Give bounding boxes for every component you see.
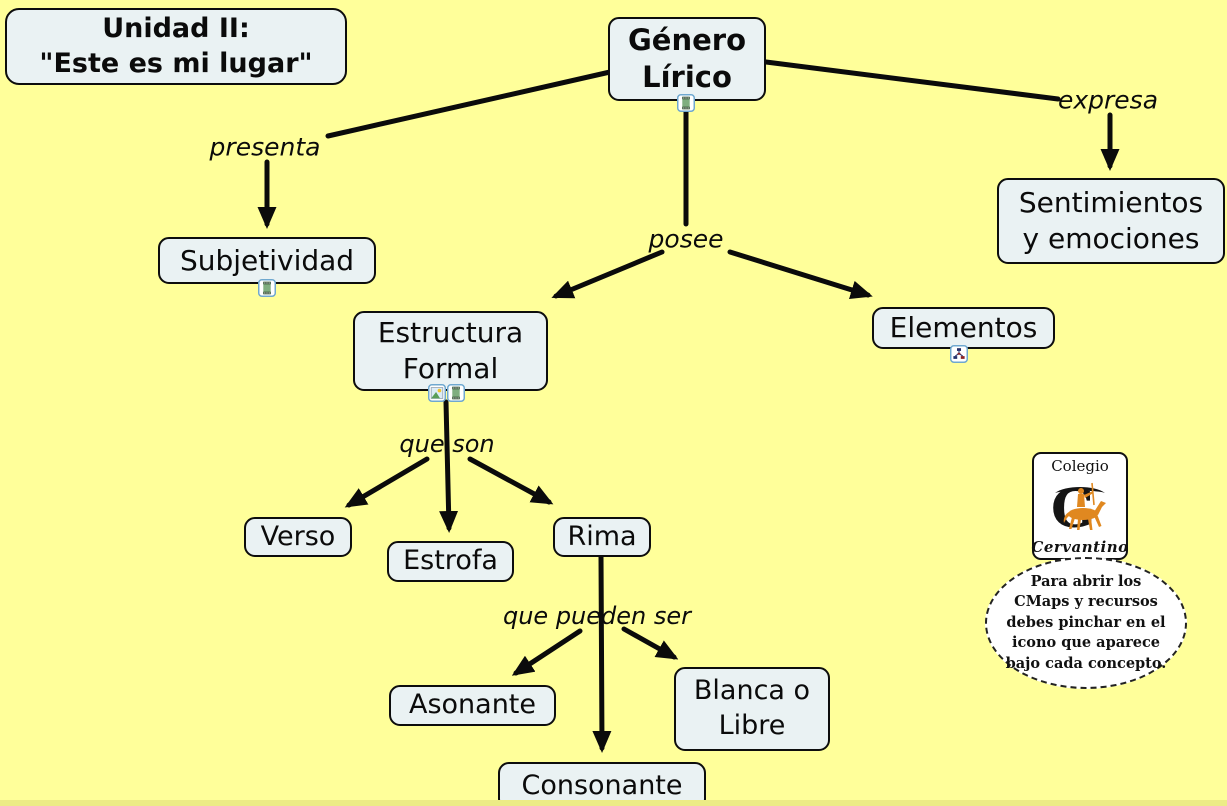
instructions-note-text: Para abrir los CMaps y recursos debes pi… [1005,572,1167,672]
concept-genero-lirico-label: Género Lírico [627,22,746,94]
unit-title-label: Unidad II: "Este es mi lugar" [39,12,313,79]
concept-estructura-formal: Estructura Formal [353,311,548,391]
don-quixote-icon: G [1051,481,1106,533]
concept-rima: Rima [553,517,651,557]
concept-genero-lirico: Género Lírico [608,17,766,101]
line-genero-presenta [325,69,613,139]
video-resource-icon[interactable] [258,279,276,297]
arrow-qps-asonante [511,628,583,676]
logo-colegio-text: Colegio [1051,457,1109,475]
logo-cervantino-text: Cervantino [1031,538,1129,556]
line-genero-expresa [763,59,1061,102]
arrow-queson-verso [344,456,430,508]
arrow-qps-consonante [592,553,612,753]
concept-consonante-label: Consonante [521,769,683,801]
link-label-que-pueden-ser: que pueden ser [502,602,692,630]
canvas-bottom-edge [0,800,1227,806]
colegio-cervantino-logo: Colegio G Cervantino [1031,452,1129,560]
unit-title-box: Unidad II: "Este es mi lugar" [5,8,347,85]
arrow-queson-rima [467,456,554,505]
image-resource-icon[interactable] [428,384,446,402]
video-resource-icon[interactable] [677,94,695,112]
concept-verso: Verso [244,517,352,557]
concept-elementos-label: Elementos [889,311,1038,345]
link-label-posee: posee [648,224,724,254]
concept-consonante: Consonante [498,762,706,806]
concept-blanca-o-libre-label: Blanca o Libre [693,675,811,741]
arrow-posee-elementos [727,249,873,300]
concept-subjetividad: Subjetividad [158,237,376,284]
cmap-resource-icon[interactable] [950,345,968,363]
arrow-queson-estrofa [439,399,459,533]
concept-blanca-o-libre: Blanca o Libre [674,667,830,751]
video-resource-icon[interactable] [447,384,465,402]
concept-estrofa: Estrofa [387,541,514,582]
link-label-presenta: presenta [209,132,321,162]
concept-asonante-label: Asonante [408,689,537,721]
concept-asonante: Asonante [389,685,556,726]
concept-elementos: Elementos [872,307,1055,349]
concept-subjetividad-label: Subjetividad [179,243,355,277]
concept-rima-label: Rima [567,520,637,552]
concept-verso-label: Verso [260,520,336,552]
arrow-qps-blanca [621,626,679,660]
instructions-note: Para abrir los CMaps y recursos debes pi… [985,557,1187,689]
concept-sentimientos-label: Sentimientos y emociones [1018,186,1204,255]
concept-estrofa-label: Estrofa [403,545,498,577]
concept-estructura-formal-label: Estructura Formal [377,316,524,385]
link-label-expresa: expresa [1057,85,1159,115]
concept-sentimientos-y-emociones: Sentimientos y emociones [997,178,1225,264]
link-label-que-son: que son [399,430,495,458]
arrow-posee-estructura [551,249,665,299]
